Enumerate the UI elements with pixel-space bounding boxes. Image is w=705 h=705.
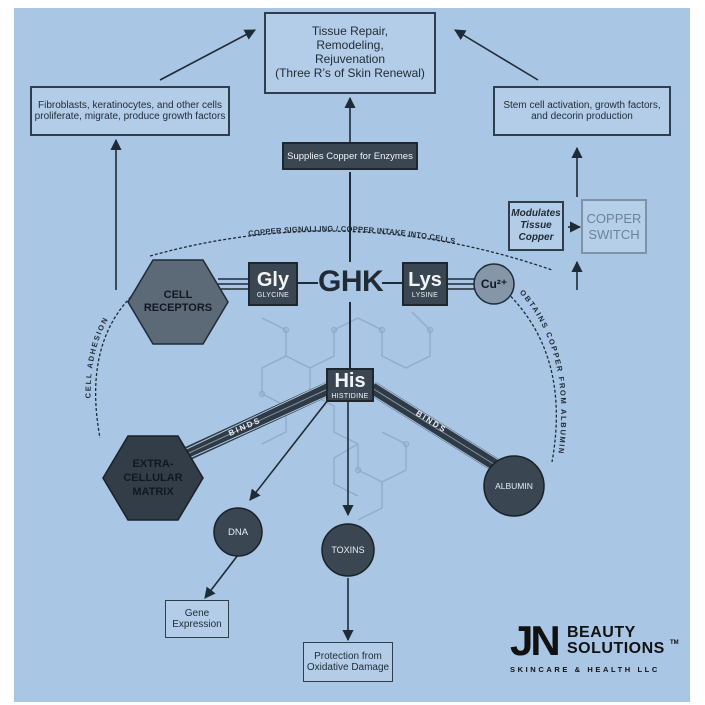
logo-trademark: TM bbox=[670, 640, 679, 646]
logo-mark: JN bbox=[510, 617, 561, 664]
cell-receptors-line-2: RECEPTORS bbox=[143, 302, 213, 314]
remodeling-line: Remodeling, bbox=[316, 38, 384, 53]
ecm-line-3: MATRIX bbox=[132, 486, 174, 498]
modulates-tissue-copper-box: Modulates Tissue Copper bbox=[508, 201, 564, 251]
connector-arcs bbox=[94, 230, 557, 463]
ecm-line-2: CELLULAR bbox=[123, 472, 183, 484]
toxins-label: TOXINS bbox=[331, 544, 365, 555]
protection-box: Protection from Oxidative Damage bbox=[303, 642, 393, 682]
copper-line: Copper bbox=[518, 232, 554, 243]
albumin-circle bbox=[483, 455, 545, 517]
fibroblasts-line-1: Fibroblasts, keratinocytes, and other ce… bbox=[38, 99, 222, 111]
gene-line: Gene bbox=[184, 607, 210, 619]
binding-band-albumin bbox=[368, 381, 504, 475]
modulates-line: Modulates bbox=[511, 208, 561, 219]
logo-tagline: SKINCARE & HEALTH LLC bbox=[510, 665, 660, 674]
tissue-repair-line: Tissue Repair, bbox=[311, 24, 389, 39]
tissue-line: Tissue bbox=[520, 220, 552, 231]
lysine-name: LYSINE bbox=[411, 291, 439, 299]
fibroblasts-line-2: proliferate, migrate, produce growth fac… bbox=[34, 111, 226, 122]
copper-switch-line-1: COPPER bbox=[586, 210, 642, 226]
cell-receptors-hexagon bbox=[127, 259, 229, 345]
lysine-abbr: Lys bbox=[408, 268, 442, 291]
logo-beauty: BEAUTY bbox=[567, 624, 636, 641]
arc-label-cell-adhesion: CELL ADHESION bbox=[84, 315, 111, 398]
cell-receptors-label: CELL RECEPTORS bbox=[138, 282, 218, 322]
stem-cell-box: Stem cell activation, growth factors, an… bbox=[493, 86, 671, 136]
dna-label: DNA bbox=[227, 526, 249, 538]
ghk-label: GHK bbox=[318, 265, 384, 298]
three-rs-line: (Three R’s of Skin Renewal) bbox=[275, 65, 425, 80]
copper-switch-line-2: SWITCH bbox=[588, 226, 640, 242]
rejuvenation-line: Rejuvenation bbox=[314, 52, 386, 66]
triple-bond-copper bbox=[448, 278, 478, 290]
expression-line: Expression bbox=[172, 619, 222, 630]
albumin-label: ALBUMIN bbox=[495, 480, 533, 491]
extracellular-matrix-hexagon bbox=[102, 435, 204, 521]
tissue-repair-box: Tissue Repair, Remodeling, Rejuvenation … bbox=[264, 12, 436, 94]
glycine-node: Gly GLYCINE bbox=[248, 262, 298, 306]
stem-cell-line-1: Stem cell activation, growth factors, bbox=[503, 99, 661, 111]
supplies-copper-label: Supplies Copper for Enzymes bbox=[287, 150, 413, 162]
triple-bond-cell-receptors bbox=[218, 278, 248, 290]
copper-switch-box: COPPER SWITCH bbox=[581, 199, 647, 254]
jn-beauty-solutions-logo: JN BEAUTY SOLUTIONS TM SKINCARE & HEALTH… bbox=[492, 617, 687, 690]
histidine-name: HISTIDINE bbox=[331, 392, 369, 400]
arc-label-copper-signalling: COPPER SIGNALLING / COPPER INTAKE INTO C… bbox=[248, 224, 457, 245]
gene-expression-box: Gene Expression bbox=[165, 600, 229, 638]
glycine-name: GLYCINE bbox=[256, 291, 290, 299]
histidine-node: His HISTIDINE bbox=[326, 368, 374, 402]
toxins-circle bbox=[321, 523, 375, 577]
fibroblasts-box: Fibroblasts, keratinocytes, and other ce… bbox=[30, 86, 230, 136]
flow-arrows bbox=[110, 29, 583, 642]
stem-cell-line-2: and decorin production bbox=[531, 111, 633, 122]
ghk-connectors bbox=[298, 172, 402, 368]
protection-line-1: Protection from bbox=[314, 650, 382, 662]
logo-solutions: SOLUTIONS bbox=[567, 640, 665, 657]
dna-circle bbox=[213, 507, 263, 557]
histidine-abbr: His bbox=[334, 369, 366, 392]
binding-band-ecm bbox=[175, 381, 333, 465]
copper-ion-circle bbox=[473, 263, 515, 305]
cell-receptors-line-1: CELL bbox=[163, 289, 193, 301]
ecm-line-1: EXTRA- bbox=[132, 458, 174, 470]
glycine-abbr: Gly bbox=[256, 268, 290, 291]
extracellular-matrix-label: EXTRA- CELLULAR MATRIX bbox=[113, 452, 193, 504]
lysine-node: Lys LYSINE bbox=[402, 262, 448, 306]
supplies-copper-box: Supplies Copper for Enzymes bbox=[282, 142, 418, 170]
protection-line-2: Oxidative Damage bbox=[306, 662, 390, 673]
copper-ion-label: Cu²⁺ bbox=[480, 276, 508, 291]
